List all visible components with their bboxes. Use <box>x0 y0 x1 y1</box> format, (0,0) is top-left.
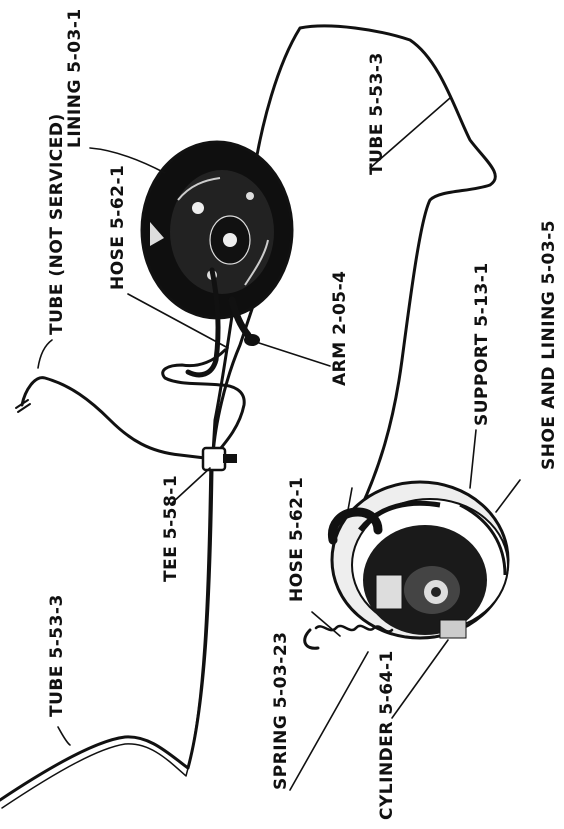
label-shoe-and-lining: SHOE AND LINING 5-03-5 <box>539 220 559 470</box>
label-support: SUPPORT 5-13-1 <box>472 262 492 426</box>
label-spring: SPRING 5-03-23 <box>271 632 291 790</box>
label-tube-not-serviced: TUBE (NOT SERVICED) <box>47 113 67 335</box>
leader-arm <box>256 342 330 366</box>
label-tube-left: TUBE 5-53-3 <box>47 594 67 717</box>
label-tee: TEE 5-58-1 <box>161 475 181 582</box>
lower-brake-drum <box>332 482 508 638</box>
leader-shoe-lining <box>496 480 520 512</box>
label-arm: ARM 2-05-4 <box>330 270 350 386</box>
leader-spring <box>290 652 368 790</box>
leader-arm-lower <box>348 488 352 510</box>
tee-fitting <box>203 448 225 470</box>
label-cylinder: CYLINDER 5-64-1 <box>377 650 397 820</box>
leader-tube-left <box>58 727 70 745</box>
label-hose-top: HOSE 5-62-1 <box>108 165 128 290</box>
label-hose-bottom: HOSE 5-62-1 <box>287 477 307 602</box>
leader-cylinder <box>392 640 448 718</box>
label-tube-right: TUBE 5-53-3 <box>367 52 387 175</box>
leader-hose-bottom <box>312 612 340 636</box>
label-lining-top: LINING 5-03-1 <box>65 8 85 148</box>
leader-support <box>470 430 476 488</box>
tube-not-serviced <box>22 378 205 458</box>
leader-tube-not-serviced <box>38 340 52 368</box>
